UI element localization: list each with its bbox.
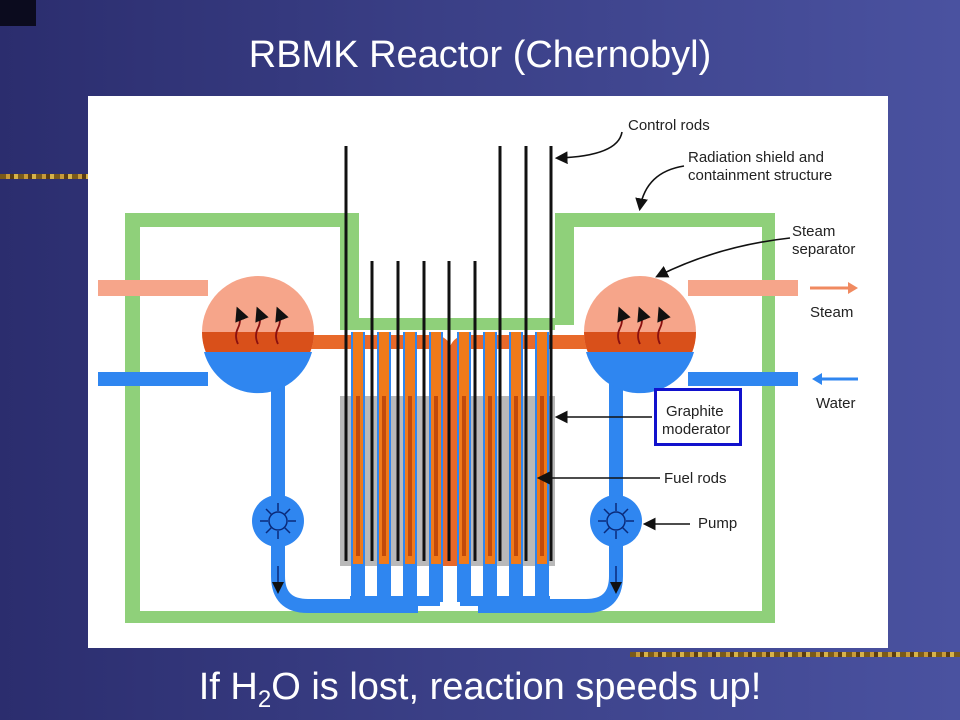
label-water: Water <box>816 395 855 412</box>
fuel-rod-core <box>382 396 386 556</box>
label-radiation-shield-1: Radiation shield and <box>688 149 824 166</box>
caption-suffix: O is lost, reaction speeds up! <box>271 666 762 708</box>
label-steam: Steam <box>810 304 853 321</box>
label-control-rods: Control rods <box>628 117 710 134</box>
fuel-rod-core <box>514 396 518 556</box>
steam-rising-arrows <box>235 306 671 345</box>
pump-right <box>590 495 642 547</box>
left-external-pipes <box>98 280 208 386</box>
label-graphite-2: moderator <box>662 421 730 438</box>
fuel-rod-core <box>408 396 412 556</box>
steam-separator-right <box>584 276 696 394</box>
corner-decoration <box>0 0 36 26</box>
label-pump: Pump <box>698 515 737 532</box>
right-external-pipes <box>688 280 798 386</box>
label-fuel-rods: Fuel rods <box>664 470 727 487</box>
slide-caption: If H2O is lost, reaction speeds up! <box>0 666 960 714</box>
graphite-highlight-box <box>654 388 742 446</box>
fuel-rod-core <box>488 396 492 556</box>
fuel-rod-core <box>540 396 544 556</box>
label-steam-separator-1: Steam <box>792 223 835 240</box>
caption-subscript: 2 <box>257 686 272 713</box>
steam-separator-left <box>202 276 314 394</box>
slide-title: RBMK Reactor (Chernobyl) <box>248 34 712 76</box>
fuel-rod-core <box>462 396 466 556</box>
diagram-panel: Control rods Radiation shield and contai… <box>88 96 888 648</box>
label-radiation-shield-2: containment structure <box>688 167 832 184</box>
decorative-stripe-right <box>630 652 960 657</box>
reactor-diagram: Control rods Radiation shield and contai… <box>98 117 858 623</box>
pump-left <box>252 495 304 547</box>
label-graphite-1: Graphite <box>666 403 724 420</box>
fuel-rod-core <box>356 396 360 556</box>
steam-out-arrow <box>810 282 858 294</box>
fuel-channels <box>351 332 549 602</box>
control-rods <box>344 146 553 561</box>
decorative-stripe-left <box>0 174 90 179</box>
label-steam-separator-2: separator <box>792 241 855 258</box>
caption-prefix: If H <box>198 666 258 708</box>
fuel-rod-core <box>434 396 438 556</box>
callout-arrows <box>536 131 791 531</box>
water-in-arrow <box>812 373 858 385</box>
